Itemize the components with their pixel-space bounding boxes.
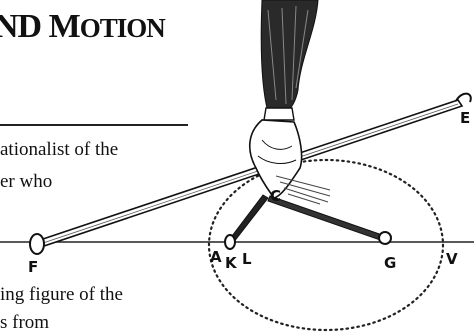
sleeve-folds (267, 5, 309, 105)
section-title-part2: OTION (79, 13, 166, 43)
body-text-line-3: ing figure of the (0, 284, 123, 305)
pivot-k (224, 234, 236, 250)
arm-left (228, 194, 269, 244)
shadow-hatching (275, 175, 331, 205)
lever-rod-shade (39, 103, 459, 245)
label-l: L (242, 250, 252, 268)
pivot-g (378, 231, 392, 245)
section-divider (0, 124, 188, 126)
label-v: V (446, 250, 458, 268)
rod-hook (455, 92, 472, 103)
label-g: G (384, 254, 396, 272)
sleeve (260, 0, 319, 113)
body-text-line-1: ationalist of the (0, 139, 119, 160)
body-text-line-2: er who (0, 171, 53, 192)
label-k: K (225, 254, 238, 272)
body-text-line-4: s from (0, 312, 50, 333)
hand (249, 119, 303, 199)
section-title-part1: ND M (0, 8, 81, 45)
label-c: C (270, 187, 281, 205)
label-a: A (210, 248, 222, 266)
label-e: E (460, 109, 470, 127)
arm-right (267, 195, 386, 242)
pivot-f (29, 233, 45, 255)
label-f: F (28, 258, 38, 276)
cuff (263, 107, 295, 121)
hand-creases (257, 139, 297, 164)
dotted-circle-path (207, 158, 445, 332)
section-title: ND MOTION (0, 8, 166, 46)
